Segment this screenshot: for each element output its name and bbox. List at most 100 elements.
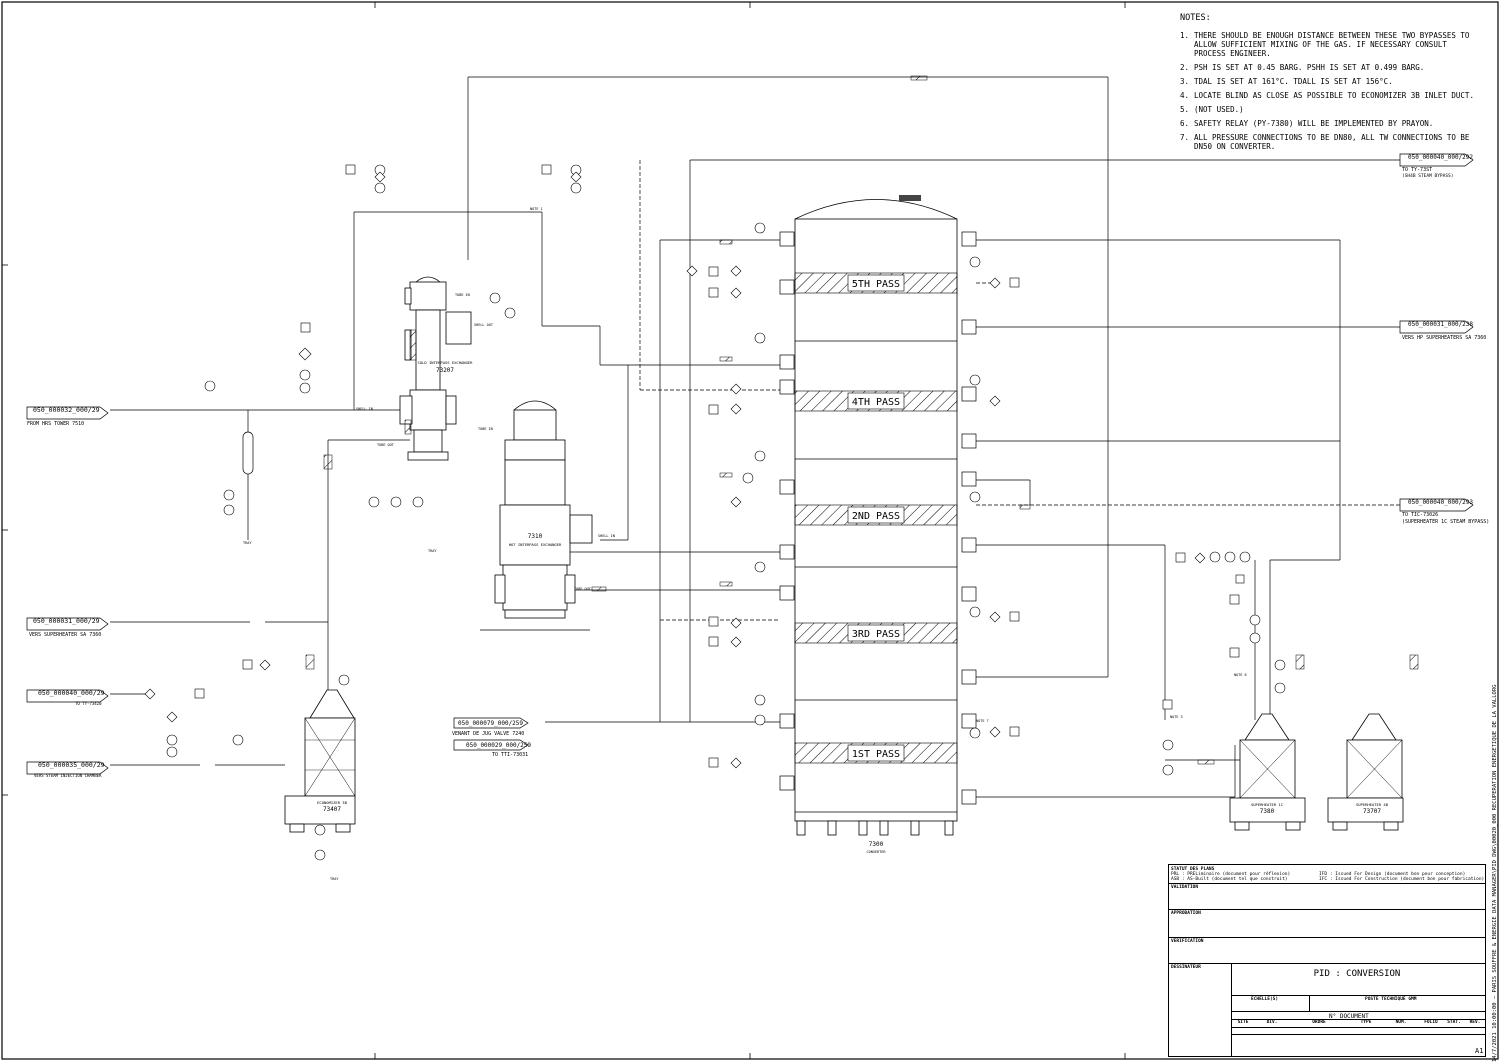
drawing-title: PID : CONVERSION <box>1313 969 1401 979</box>
offpage-ref: 050_000031_000/29 <box>33 617 100 625</box>
instrument-boxes <box>194 164 1245 768</box>
tube-in-label: TUBE IN <box>455 293 470 297</box>
note-label: NOTE 6 <box>1234 673 1247 677</box>
equipment-tag: 7310 <box>528 533 543 540</box>
pass-label: 4TH PASS <box>852 397 900 408</box>
col-rev: REV. <box>1469 1020 1481 1025</box>
note-text: SAFETY RELAY (PY-7380) WILL BE IMPLEMENT… <box>1194 119 1434 128</box>
pass-label: 5TH PASS <box>852 279 900 290</box>
offpage-ref: 050_000040_000/29 <box>38 689 105 697</box>
ifd-text: IFD : Issued For Design (document bon po… <box>1319 872 1466 877</box>
notes-heading: NOTES: <box>1180 13 1211 23</box>
shell-out-label: SHELL OUT <box>474 323 494 327</box>
dashed-lines <box>639 160 1400 621</box>
note-item: 5. (NOT USED.) <box>1180 105 1480 114</box>
equipment-label: SUPERHEATER 1C <box>1251 802 1283 807</box>
note-item: 7.ALL PRESSURE CONNECTIONS TO BE DN80, A… <box>1180 133 1480 151</box>
offpage-sub2: (SH4B STEAM BYPASS) <box>1402 173 1453 179</box>
equipment-label: HOT INTERPASS EXCHANGER <box>509 542 562 547</box>
offpage-sub2: (SUPERHEATER 1C STEAM BYPASS) <box>1402 519 1489 525</box>
poste-label: POSTE TECHNIQUE GMM <box>1365 997 1417 1002</box>
offpage-ref: 050_000079_000/259 <box>458 720 523 727</box>
verification-label: VERIFICATION <box>1171 939 1204 944</box>
offpage-ref: 050_000040_000/293 <box>1408 499 1473 506</box>
note-number: 7. <box>1180 133 1190 142</box>
offpage-ref: 050_000040_000/292 <box>1408 154 1473 161</box>
pass-labels: 5TH PASS 4TH PASS 2ND PASS 3RD PASS 1ST … <box>847 274 905 762</box>
format-label: A1 <box>1475 1047 1484 1055</box>
converter-tag: 7300 <box>869 841 884 848</box>
approbation-label: APPROBATION <box>1171 911 1201 916</box>
notes-panel: NOTES: 1. THERE SHOULD BE ENOUGH DISTANCE… <box>1180 14 1480 156</box>
echelle-label: ECHELLE(S) <box>1251 997 1279 1002</box>
col-ordre: ORDRE <box>1312 1020 1326 1025</box>
economizer-3b <box>284 689 356 833</box>
col-type: TYPE <box>1360 1020 1372 1025</box>
equipment-tag: 73707 <box>1363 808 1381 815</box>
statut-row: STATUT DES PLANS PRL : PRELiminaire (doc… <box>1169 865 1485 884</box>
note-number: 5. <box>1180 105 1190 114</box>
note-number: 4. <box>1180 91 1190 100</box>
ndoc-label: N° DOCUMENT <box>1329 1013 1369 1020</box>
prl-text: PRL : PRELiminaire (document pour réflex… <box>1171 872 1291 877</box>
shell-in-label: SHELL IN <box>598 534 615 538</box>
tube-in-label: TUBE IN <box>478 427 493 431</box>
equipment-tag: 7380 <box>1260 808 1275 815</box>
tray-label: TRAY <box>243 541 252 545</box>
col-site: SITE <box>1237 1020 1249 1025</box>
equipment-label: COLD INTERPASS EXCHANGER <box>418 360 474 365</box>
hot-interpass-exchanger <box>480 400 593 631</box>
offpage-sub: VERS STEAM INJECTION CHAMBER <box>34 773 102 778</box>
title-block: STATUT DES PLANS PRL : PRELiminaire (doc… <box>1168 864 1486 1057</box>
offpage-center <box>453 717 529 751</box>
validation-row: VALIDATION <box>1169 883 1485 910</box>
pass-label: 3RD PASS <box>852 629 900 640</box>
converter-label: CONVERTER <box>867 850 887 854</box>
dessinateur-label: DESSINATEUR <box>1171 965 1201 970</box>
asb-text: ASB : AS-Built (document tel que constru… <box>1171 877 1288 882</box>
col-folio: FOLIO <box>1424 1020 1438 1025</box>
border-ticks <box>2 2 1126 1059</box>
note-text: PSH IS SET AT 0.45 BARG. PSHH IS SET AT … <box>1194 63 1425 72</box>
offpage-sub: TO TY-73420 <box>75 701 102 706</box>
side-path-strip: 14/7/2021 10:00:00 – PARIS SOUFFRE & ENE… <box>1492 685 1498 1063</box>
instrument-bubbles <box>166 164 1286 861</box>
note-text: (NOT USED.) <box>1194 105 1244 114</box>
superheater-4b <box>1327 713 1404 831</box>
note-item: 2.PSH IS SET AT 0.45 BARG. PSHH IS SET A… <box>1180 63 1480 72</box>
superheater-1c <box>1229 713 1306 831</box>
offpage-sub: TO TY-73ST <box>1402 167 1432 173</box>
note-text: LOCATE BLIND AS CLOSE AS POSSIBLE TO ECO… <box>1194 91 1474 100</box>
statut-label: STATUT DES PLANS <box>1171 867 1215 872</box>
offpage-ref: 050_000029_000/259 <box>466 742 531 749</box>
shell-in-label: SHELL IN <box>356 407 373 411</box>
offpage-right <box>1399 153 1474 512</box>
offpage-sub: TO TTI-73031 <box>492 752 528 758</box>
note-text: TDAL IS SET AT 161°C. TDALL IS SET AT 15… <box>1194 77 1393 86</box>
offpage-sub: VERS HP SUPERHEATERS SA 7360 <box>1402 335 1486 341</box>
note-number: 6. <box>1180 119 1190 128</box>
note-number: 3. <box>1180 77 1190 86</box>
offpage-sub: VENANT DE JUG VALVE 7240 <box>452 731 524 737</box>
equipment-tag: 73207 <box>436 367 454 374</box>
process-lines <box>110 76 1400 798</box>
offpage-ref: 050_000031_000/238 <box>1408 321 1473 328</box>
note-number: 1. <box>1180 31 1190 40</box>
col-num: NUM. <box>1395 1020 1407 1025</box>
offpage-sub: TO TIC-73026 <box>1402 512 1438 518</box>
offpage-sub: FROM HRS TOWER 7510 <box>27 421 84 427</box>
inlet-separator <box>242 410 254 540</box>
note-item: 6. SAFETY RELAY (PY-7380) WILL BE IMPLEME… <box>1180 119 1480 128</box>
note-label: NOTE 1 <box>530 207 543 211</box>
note-item: 4. LOCATE BLIND AS CLOSE AS POSSIBLE TO E… <box>1180 91 1480 100</box>
tube-out-label: TUBE OUT <box>377 443 395 447</box>
note-label: NOTE 7 <box>976 719 989 723</box>
equipment-label: ECONOMIZER 3B <box>317 800 347 805</box>
cold-interpass-exchanger <box>399 276 472 461</box>
doc-cols: SITE DIV. ORDRE TYPE NUM. FOLIO STAT. RE… <box>1231 1020 1485 1027</box>
dessinateur-row: DESSINATEUR ECHELLE(S) POSTE TECHNIQUE G… <box>1169 963 1485 1057</box>
offpage-left <box>26 406 109 775</box>
note-text: THERE SHOULD BE ENOUGH DISTANCE BETWEEN … <box>1194 31 1470 58</box>
offpage-ref: 050_000032_000/29 <box>33 406 100 414</box>
